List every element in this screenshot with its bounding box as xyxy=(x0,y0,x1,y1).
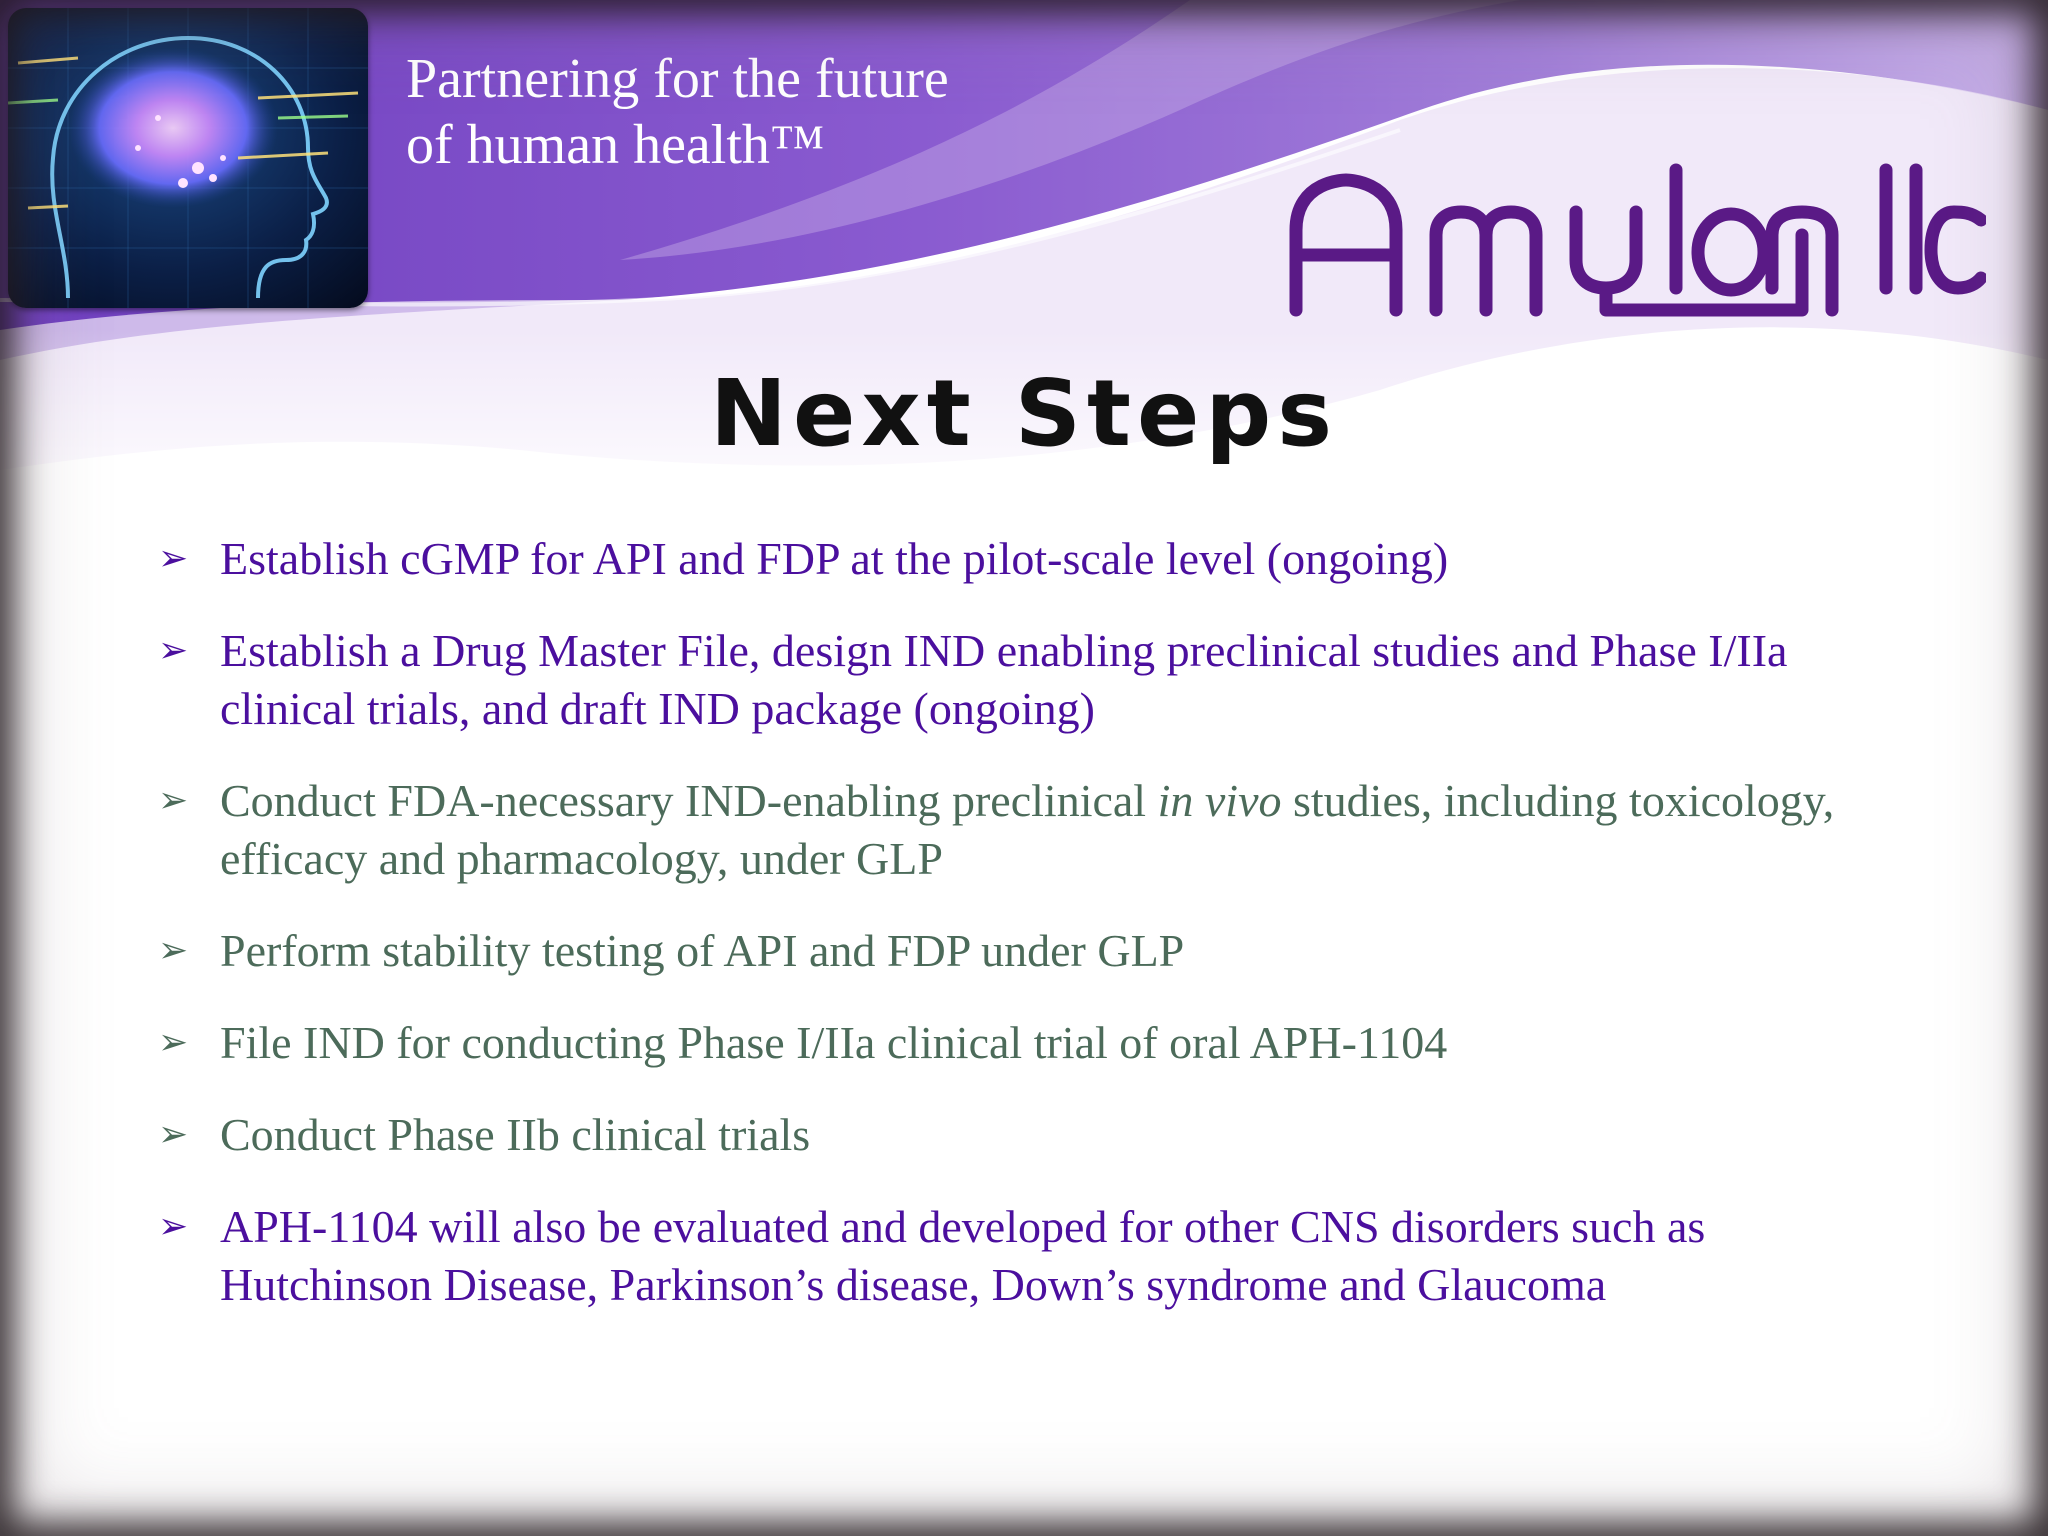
arrowhead-bullet-icon: ➢ xyxy=(158,1206,189,1247)
header-background xyxy=(0,0,2048,520)
arrowhead-bullet-icon: ➢ xyxy=(158,780,189,821)
arrowhead-bullet-icon: ➢ xyxy=(158,538,189,579)
bullet-text: Conduct FDA-necessary IND-enabling precl… xyxy=(220,772,1918,888)
bullet-text-part: Conduct FDA-necessary IND-enabling precl… xyxy=(220,775,1158,826)
arrowhead-bullet-icon: ➢ xyxy=(158,1114,189,1155)
bullet-text: APH-1104 will also be evaluated and deve… xyxy=(220,1201,1706,1310)
slide-title: Next Steps xyxy=(710,360,1338,467)
bullet-item: ➢ Establish a Drug Master File, design I… xyxy=(158,622,1918,738)
bullet-list: ➢ Establish cGMP for API and FDP at the … xyxy=(158,530,1918,1348)
brain-head-icon xyxy=(8,8,368,308)
tagline: Partnering for the future of human healt… xyxy=(406,46,949,178)
arrowhead-bullet-icon: ➢ xyxy=(158,630,189,671)
arrowhead-bullet-icon: ➢ xyxy=(158,930,189,971)
amylon-logo xyxy=(1289,163,1986,317)
tagline-line-2: of human health™ xyxy=(406,114,825,176)
bullet-item: ➢ APH-1104 will also be evaluated and de… xyxy=(158,1198,1918,1314)
bullet-text: File IND for conducting Phase I/IIa clin… xyxy=(220,1017,1448,1068)
bullet-text-italic: in vivo xyxy=(1157,775,1282,826)
bullet-item: ➢ Perform stability testing of API and F… xyxy=(158,922,1918,980)
bullet-item: ➢ Conduct FDA-necessary IND-enabling pre… xyxy=(158,772,1918,888)
bullet-item: ➢ Establish cGMP for API and FDP at the … xyxy=(158,530,1918,588)
bullet-text: Establish cGMP for API and FDP at the pi… xyxy=(220,533,1449,584)
arrowhead-bullet-icon: ➢ xyxy=(158,1022,189,1063)
bullet-text: Establish a Drug Master File, design IND… xyxy=(220,625,1788,734)
tagline-line-1: Partnering for the future xyxy=(406,48,949,110)
bullet-text: Perform stability testing of API and FDP… xyxy=(220,925,1185,976)
bullet-text-part: studies, including toxicology, efficacy … xyxy=(220,775,1835,884)
bullet-text: Conduct Phase IIb clinical trials xyxy=(220,1109,811,1160)
bullet-item: ➢ File IND for conducting Phase I/IIa cl… xyxy=(158,1014,1918,1072)
bullet-item: ➢ Conduct Phase IIb clinical trials xyxy=(158,1106,1918,1164)
